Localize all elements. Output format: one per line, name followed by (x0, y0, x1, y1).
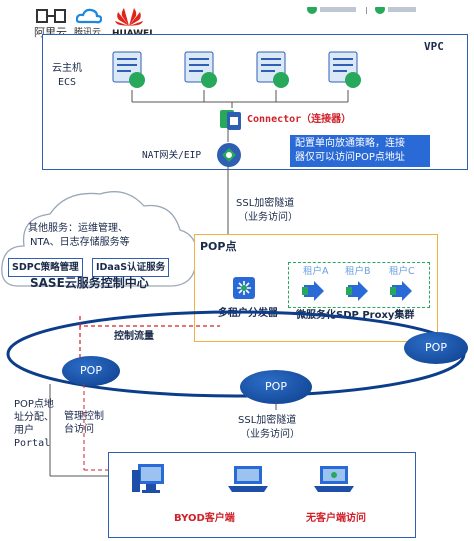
proxy-icon-b (346, 281, 368, 301)
sdp-cluster-label: 微服务化SDP Proxy集群 (296, 310, 415, 321)
tunnel-top-line2: （业务访问） (238, 212, 298, 223)
sdp-cluster-box (288, 262, 430, 308)
proxy-icon-a (302, 281, 324, 301)
vpc-title: VPC (424, 40, 444, 53)
tencent-text: 腾讯云 (74, 28, 102, 38)
server-icon-2 (184, 51, 217, 88)
nat-label: NAT网关/EIP (142, 150, 202, 161)
server-icon-1 (112, 51, 145, 88)
proxy-icon-c (390, 281, 412, 301)
cloud-other-services-1: 其他服务：运维管理、 (28, 223, 128, 234)
pop-assign-line3: 用户 (14, 425, 34, 436)
tunnel-bottom-line1: SSL加密隧道 (238, 415, 297, 426)
control-flow-label: 控制流量 (114, 331, 154, 342)
tunnel-bottom-line2: （业务访问） (240, 429, 300, 440)
byod-client-label: BYOD客户端 (174, 513, 235, 524)
connector-label: Connector（连接器） (247, 114, 352, 125)
nat-gateway-icon (217, 143, 241, 167)
pop-assign-line1: POP点地 (14, 399, 54, 410)
client-icons (132, 464, 354, 493)
pop-node-right: POP (404, 332, 468, 364)
huawei-logo-icon (114, 4, 144, 32)
tenant-c-label: 租户C (389, 266, 415, 277)
policy-note-line1: 配置单向放通策略，连接 (295, 138, 405, 149)
sdpc-policy-box: SDPC策略管理 (8, 258, 83, 277)
pop-node-center: POP (240, 370, 312, 404)
pop-assign-line4: Portal (14, 438, 51, 449)
aliyun-icon (36, 9, 66, 23)
pop-node-left: POP (62, 356, 120, 386)
ecs-label-en: ECS (58, 77, 77, 88)
server-icon-4 (328, 51, 361, 88)
distributor-icon (233, 277, 255, 299)
tunnel-top-line1: SSL加密隧道 (236, 198, 295, 209)
idaas-auth-box: IDaaS认证服务 (92, 258, 170, 277)
company-logo (300, 0, 470, 14)
cloud-other-services-2: NTA、日志存储服务等 (30, 237, 130, 248)
aliyun-logo (36, 8, 66, 28)
policy-note-line2: 器仅可以访问POP点地址 (295, 152, 405, 163)
ecs-group (112, 51, 361, 108)
pop-client-link (275, 402, 277, 410)
tenant-a-label: 租户A (303, 266, 329, 277)
tencent-cloud-icon (75, 8, 103, 30)
vpc-pop-link (227, 130, 229, 236)
pop-box-title: POP点 (200, 240, 237, 253)
desktop-icon (132, 464, 164, 493)
pop-assign-line2: 址分配、 (14, 412, 54, 423)
sase-control-center-title: SASE云服务控制中心 (30, 276, 149, 290)
laptop-icon-1 (228, 466, 268, 492)
proxy-icons (302, 281, 412, 301)
tenant-b-label: 租户B (345, 266, 371, 277)
server-icon-3 (256, 51, 289, 88)
policy-note: 配置单向放通策略，连接 器仅可以访问POP点地址 (290, 135, 430, 167)
mgmt-console-line1: 管理控制 (64, 411, 104, 422)
connector-icon (220, 110, 241, 130)
ecs-label: 云主机 (52, 63, 82, 74)
laptop-icon-2 (314, 466, 354, 492)
clientless-access-label: 无客户端访问 (306, 513, 366, 524)
left-links (49, 384, 108, 477)
mgmt-console-line2: 台访问 (64, 424, 94, 435)
